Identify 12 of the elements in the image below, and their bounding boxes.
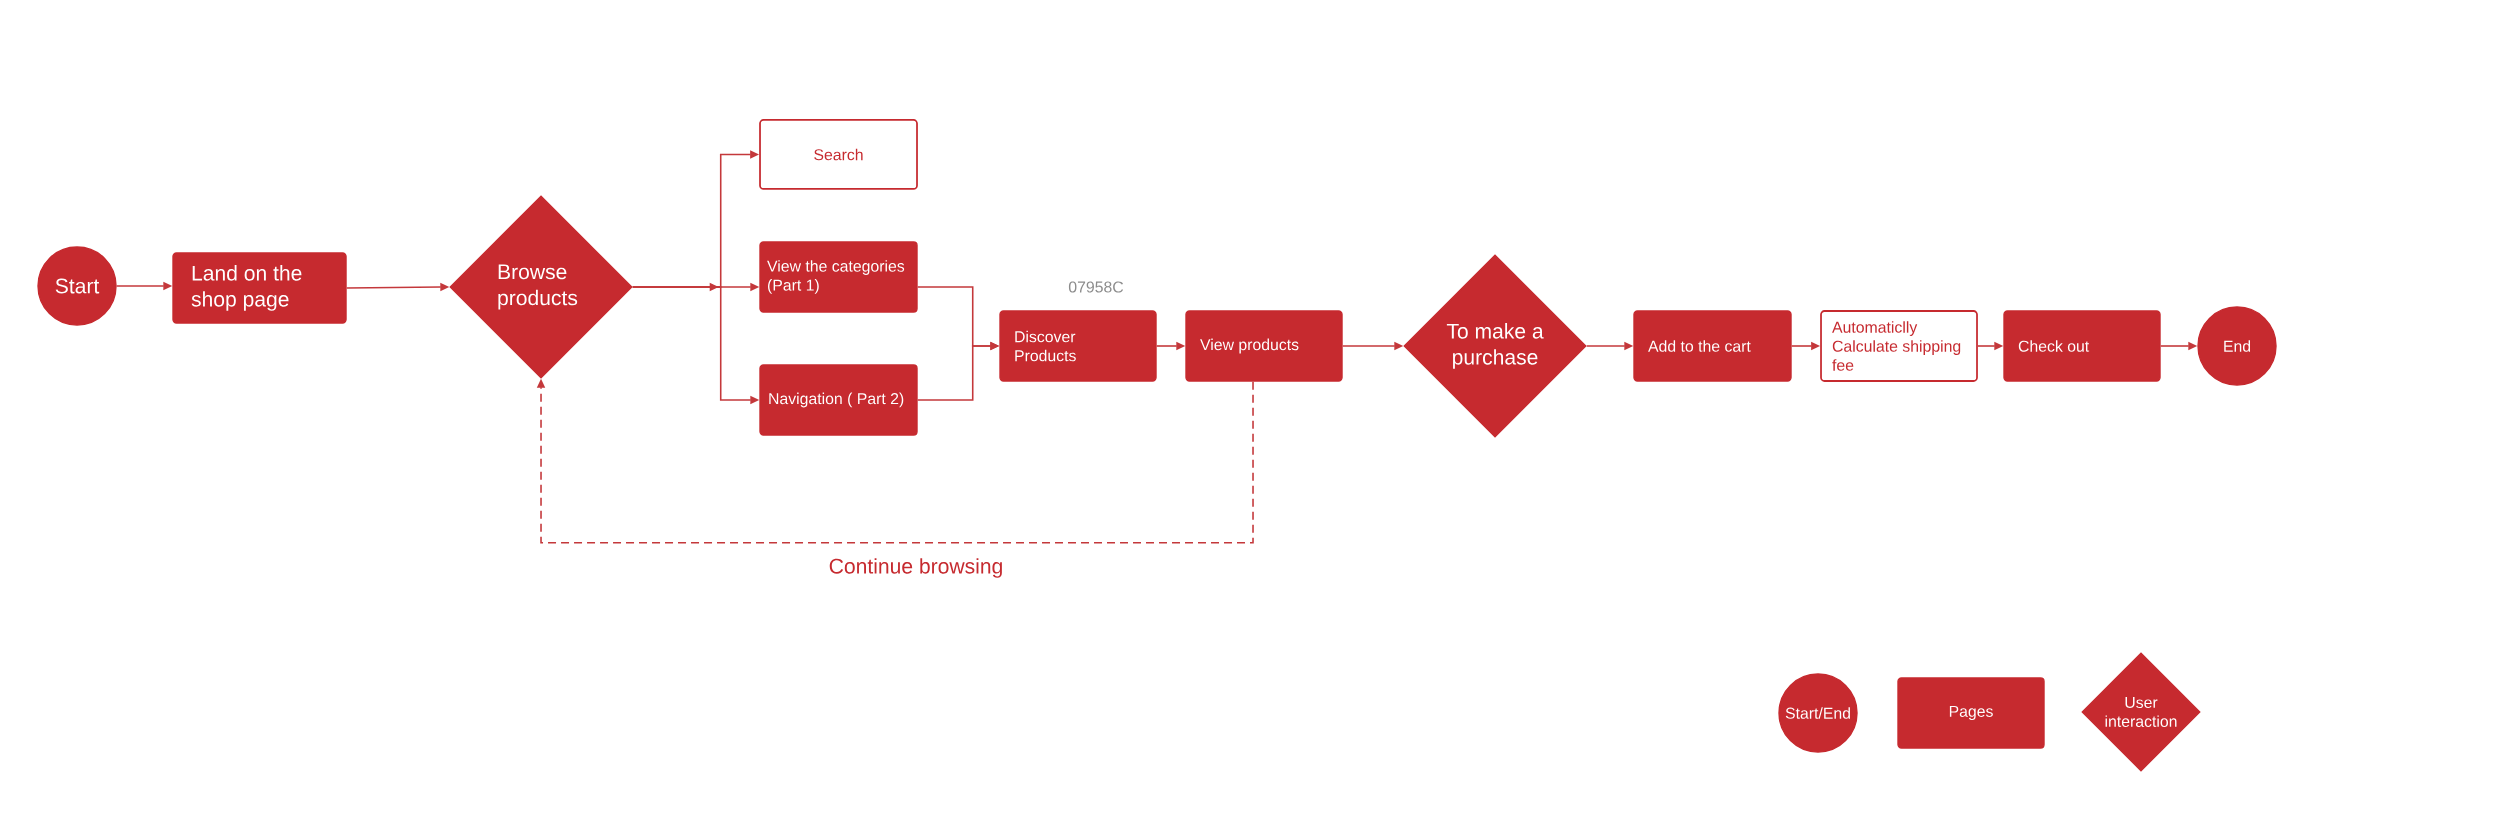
- legend-box: Pages: [1897, 677, 2045, 749]
- page-box: Add to the cart: [1633, 310, 1792, 382]
- edge-label: Continue browsing: [824, 554, 1008, 582]
- page-box: Check out: [2003, 310, 2161, 382]
- code-label: 07958C: [1068, 281, 1124, 293]
- page-box: View the categories (Part 1): [759, 241, 918, 313]
- page-box: Search: [759, 119, 918, 190]
- page-box: Automaticlly Calculate shipping fee: [1820, 310, 1978, 382]
- page-box: Land on the shop page: [172, 252, 347, 324]
- page-box: Discover Products: [999, 310, 1157, 382]
- page-box: View products: [1185, 310, 1343, 382]
- page-box: Navigation ( Part 2): [759, 364, 918, 436]
